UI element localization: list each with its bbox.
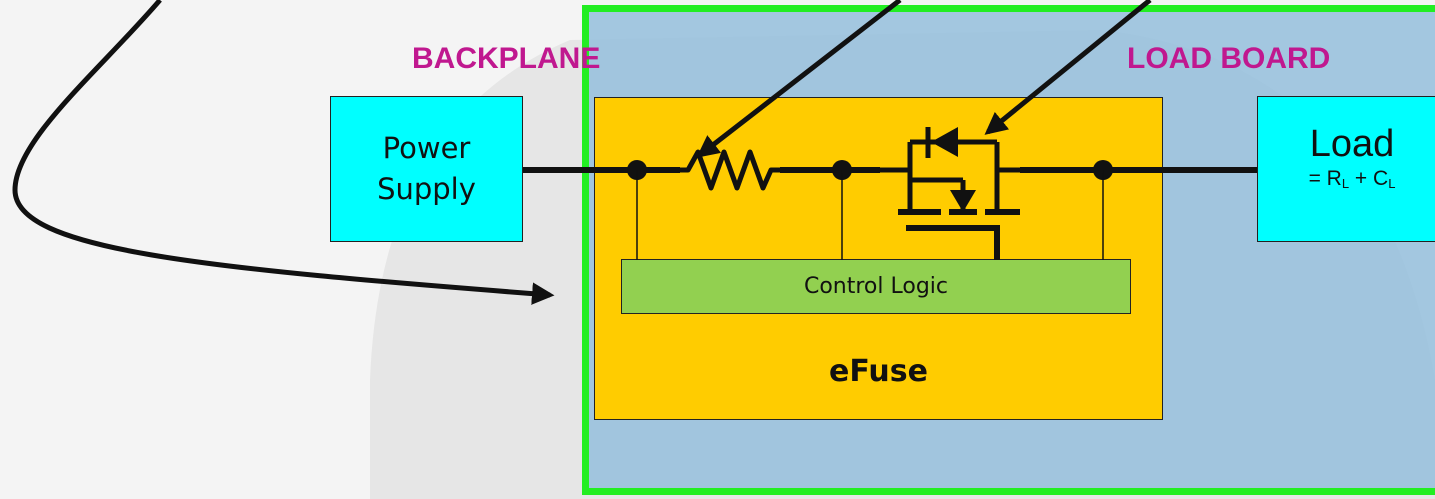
load-block: Load = RL + CL — [1257, 96, 1435, 242]
load-board-label: LOAD BOARD — [1127, 42, 1331, 75]
pointer-arrow-icon — [696, 0, 902, 158]
body-diode-symbol — [925, 127, 958, 158]
backplane-label: BACKPLANE — [412, 42, 601, 75]
efuse-label: eFuse — [829, 354, 928, 389]
pointer-arrow-icon — [12, 0, 555, 305]
pointer-arrow-icon — [984, 0, 1152, 135]
mosfet-symbol — [842, 139, 1103, 260]
resistor-symbol — [670, 149, 790, 191]
power-supply-block: Power Supply — [330, 96, 523, 242]
power-supply-line2: Supply — [377, 172, 476, 206]
load-title: Load — [1309, 123, 1395, 165]
efuse-box — [594, 97, 1163, 420]
load-formula: = RL + CL — [1308, 167, 1396, 191]
control-logic-block: Control Logic — [621, 259, 1131, 314]
power-supply-line1: Power — [382, 131, 471, 165]
